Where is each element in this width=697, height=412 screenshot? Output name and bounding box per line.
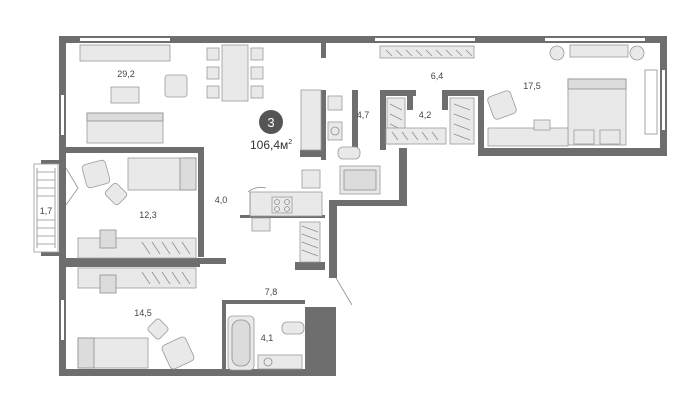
area-label-kitchen: 4,0 [215, 195, 228, 205]
windows [61, 38, 665, 340]
balcony [33, 163, 79, 253]
area-label-balcony: 1,7 [40, 206, 53, 216]
area-label-corridor-top: 6,4 [431, 71, 444, 81]
area-label-bath-bottom: 4,1 [261, 333, 274, 343]
bedroom-1-furniture [77, 157, 197, 259]
total-area: 106,4м2 [250, 138, 292, 152]
kitchen-furniture [247, 89, 353, 306]
area-label-bedroom-2: 14,5 [134, 308, 152, 318]
living-furniture [79, 44, 264, 144]
area-label-living: 29,2 [117, 69, 135, 79]
area-label-bedroom-1: 12,3 [139, 210, 157, 220]
total-area-value: 106,4 [250, 138, 280, 152]
bedroom-2-furniture [77, 267, 197, 370]
wardrobe-shelves [379, 45, 475, 145]
area-label-bath-top: 4,7 [357, 110, 370, 120]
room-count-text: 3 [267, 115, 274, 130]
area-label-wardrobe: 4,2 [419, 110, 432, 120]
master-bedroom-furniture [487, 44, 645, 147]
total-area-sup: 2 [288, 139, 292, 146]
bath-bottom-fixtures [227, 315, 305, 371]
total-area-unit: м [280, 138, 288, 152]
bath-top-fixtures [327, 95, 381, 195]
area-label-bedroom-master: 17,5 [523, 81, 541, 91]
area-label-hall: 7,8 [265, 287, 278, 297]
interior-walls [41, 43, 484, 372]
room-labels: 29,2 6,4 17,5 4,7 4,2 12,3 4,0 1,7 7,8 1… [40, 69, 541, 343]
room-count-badge: 3 [259, 110, 283, 134]
